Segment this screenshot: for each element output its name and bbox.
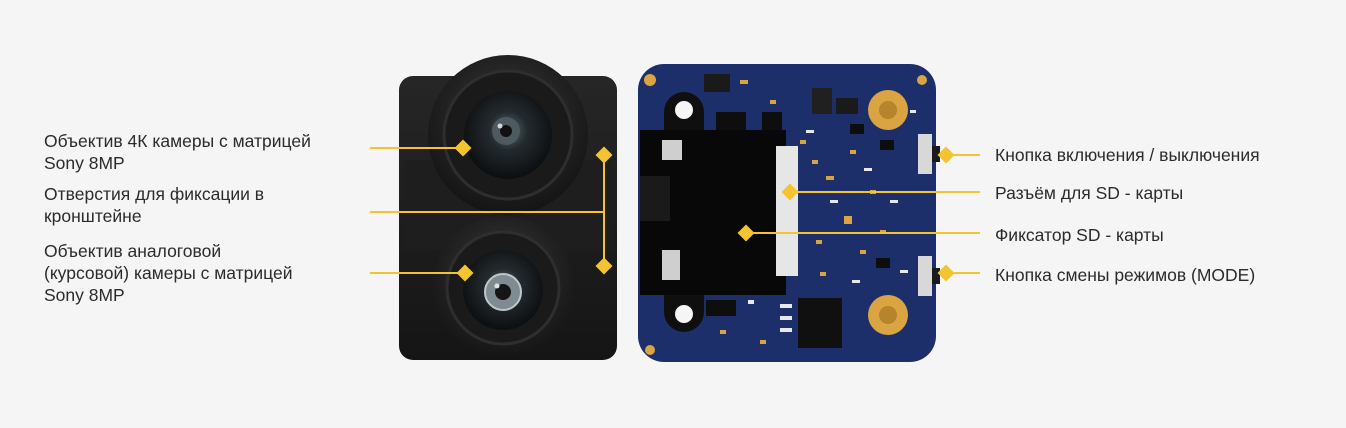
sd-card-slot	[640, 130, 798, 295]
label-4k-lens: Объектив 4К камеры с матрицей Sony 8MP	[44, 131, 311, 173]
label-power-button: Кнопка включения / выключения	[995, 145, 1260, 165]
label-mode-button: Кнопка смены режимов (MODE)	[995, 265, 1256, 285]
label-mount-holes: Отверстия для фиксации в кронштейне	[44, 184, 265, 226]
lens-4k	[428, 55, 588, 215]
marker-mode-button	[937, 264, 955, 282]
label-sd-slot: Разъём для SD - карты	[995, 183, 1184, 203]
marker-mount-bottom	[595, 257, 613, 275]
marker-mount-top	[595, 146, 613, 164]
marker-power-button	[937, 146, 955, 164]
power-button	[918, 134, 932, 174]
label-analog-lens: Объектив аналоговой (курсовой) камеры с …	[44, 241, 293, 305]
mode-button	[918, 256, 932, 296]
camera-front	[399, 55, 617, 360]
pcb-back	[638, 64, 940, 362]
lens-analog	[431, 216, 575, 360]
marker-sd-lock	[737, 224, 755, 242]
leader-lines	[370, 147, 980, 274]
main-chip	[798, 298, 842, 348]
marker-sd-slot	[781, 183, 799, 201]
label-sd-lock: Фиксатор SD - карты	[995, 225, 1164, 245]
